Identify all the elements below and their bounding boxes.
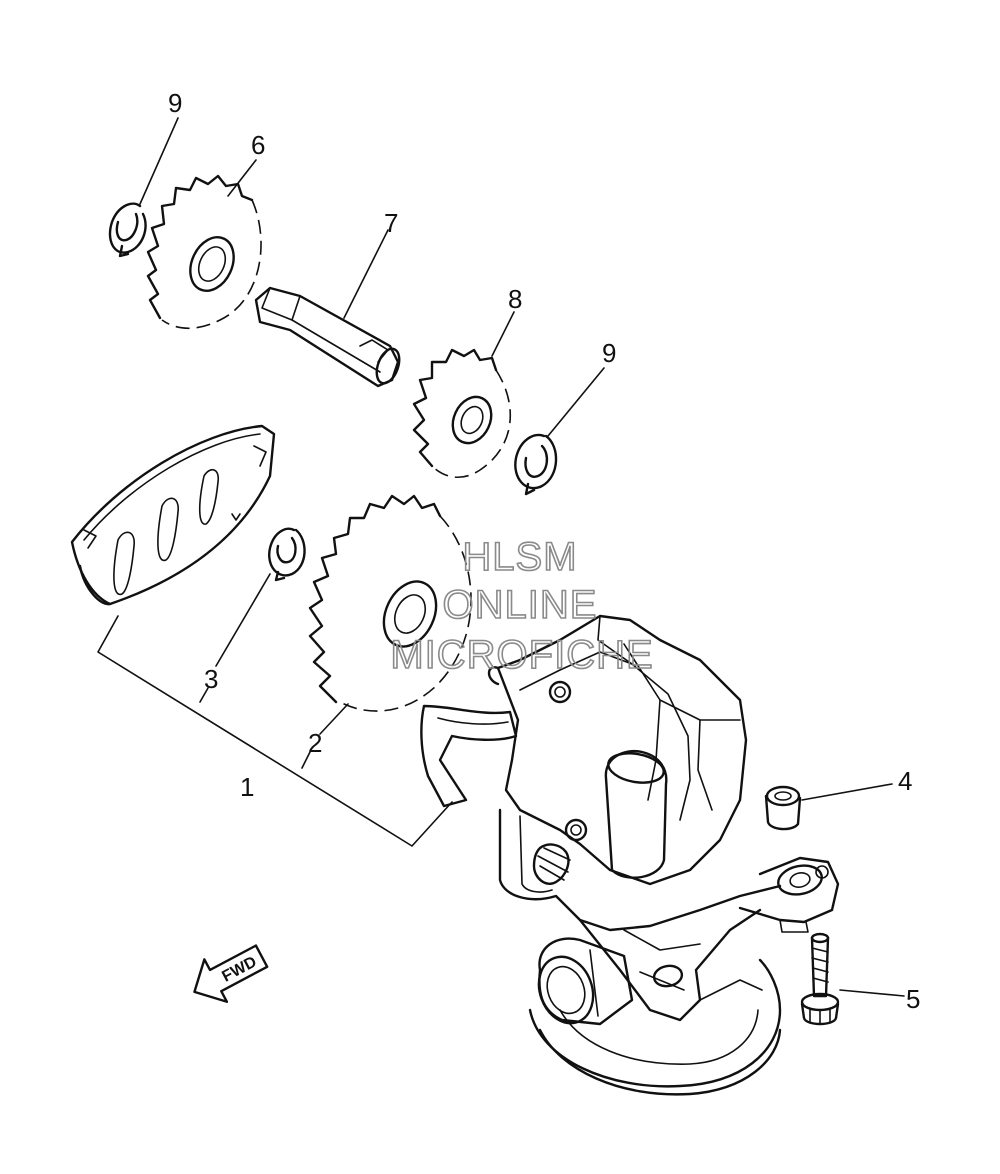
watermark: HLSM ONLINE MICROFICHE (390, 534, 654, 678)
watermark-line3: MICROFICHE (390, 633, 653, 677)
watermark-line1: HLSM (462, 535, 577, 579)
callout-3: 3 (204, 664, 218, 694)
strainer-cover (70, 424, 276, 606)
callout-5: 5 (906, 984, 920, 1014)
callout-9-right: 9 (602, 338, 616, 368)
callout-2: 2 (308, 728, 322, 758)
circlip-3 (268, 527, 306, 582)
callout-7: 7 (384, 208, 398, 238)
callout-8: 8 (508, 284, 522, 314)
gear-6 (146, 174, 262, 330)
shaft-7 (254, 286, 401, 388)
gear-2 (308, 494, 472, 712)
callout-1: 1 (240, 772, 254, 802)
circlip-9-right (514, 433, 558, 496)
callout-9-top: 9 (168, 88, 182, 118)
gear-8 (412, 348, 512, 478)
bolt-5 (800, 932, 840, 1026)
watermark-line2: ONLINE (443, 583, 598, 627)
circlip-9-top (108, 202, 147, 258)
fwd-arrow-icon: FWD (193, 944, 269, 1003)
oil-pump-body (420, 614, 840, 1096)
assembly-bracket-1 (97, 615, 453, 847)
callout-4: 4 (898, 766, 912, 796)
callout-6: 6 (251, 130, 265, 160)
dowel-pin-4 (764, 785, 802, 831)
callout-numbers: 9 6 7 8 9 3 2 1 4 5 (168, 88, 920, 1014)
leader-lines (139, 117, 905, 997)
